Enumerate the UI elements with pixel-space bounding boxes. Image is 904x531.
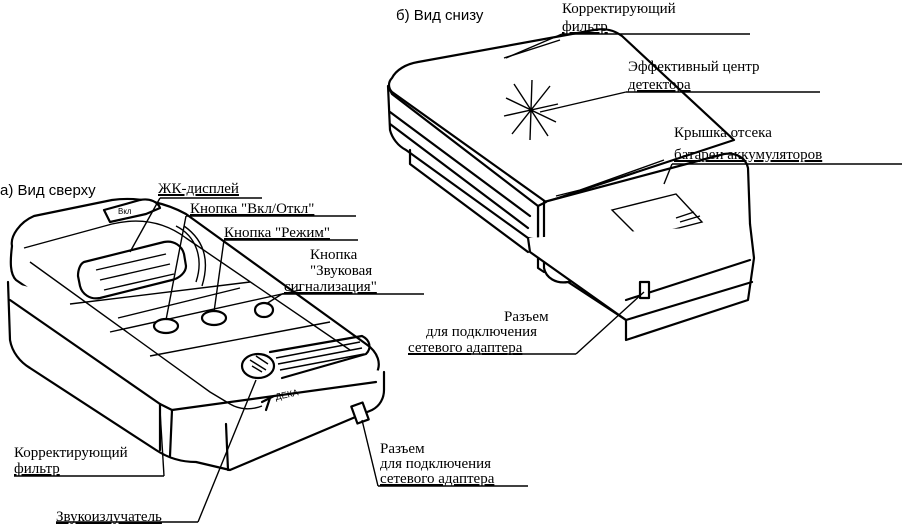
label-sound-button-1: Кнопка [310,247,358,263]
label-adapter-left-3: сетевого адаптера [380,471,495,487]
label-filter-right-2: фильтр [562,19,608,35]
mode-button-shape[interactable] [200,309,228,327]
sound-button-shape[interactable] [253,301,275,319]
label-filter-left-1: Корректирующий [14,445,128,461]
label-power-button: Кнопка "Вкл/Откл" [190,201,315,217]
top-view-title: а) Вид сверху [0,182,96,199]
label-battery-2: батареи аккумуляторов [674,147,823,163]
label-filter-right-1: Корректирующий [562,1,676,17]
label-buzzer: Звукоизлучатель [56,509,162,525]
label-mode-button: Кнопка "Режим" [224,225,330,241]
device-bottom-side [386,84,540,242]
device-top-view: Вкл ДЕКА [6,197,386,472]
leader-lines [14,33,902,523]
label-sound-button-3: сигнализация" [284,279,377,295]
label-adapter-left-1: Разъем [380,441,425,457]
label-filter-left-2: фильтр [14,461,60,477]
label-battery-1: Крышка отсека [674,125,772,141]
svg-text:ДЕКА: ДЕКА [274,387,299,402]
label-detector-2: детектора [628,77,691,93]
bottom-view-title: б) Вид снизу [396,7,484,24]
adapter-connector-bottom-view [638,280,651,300]
device-bottom-view [386,28,756,342]
label-adapter-top-1: Разъем [504,309,549,325]
label-adapter-left-2: для подключения [380,456,492,472]
detector-center-star [503,79,559,141]
label-sound-button-2: "Звуковая [310,263,373,279]
top-tab [102,198,162,224]
device-side-body [6,280,386,472]
label-adapter-top-2: для подключения [426,324,538,340]
svg-text:Вкл: Вкл [118,207,132,216]
power-button-shape[interactable] [152,317,180,335]
label-adapter-top-3: сетевого адаптера [408,340,523,356]
label-detector-1: Эффективный центр [628,59,760,75]
adapter-connector-top-view [350,401,370,425]
label-lcd-display: ЖК-дисплей [158,181,239,197]
